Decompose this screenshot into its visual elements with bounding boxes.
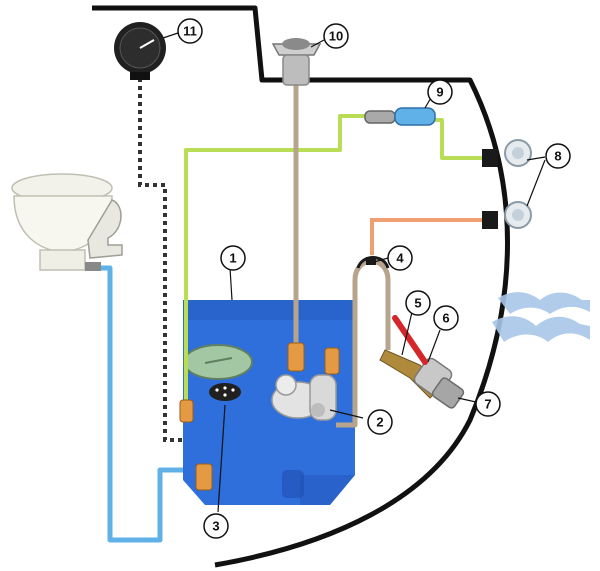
vent-fitting-lower [482,201,532,229]
callout-circle [405,290,431,316]
level-gauge-icon [114,22,166,80]
seacock-valve-icon [379,315,465,409]
valve-handle [392,315,428,365]
callout-valve-handle: 6 [433,305,459,331]
callout-valve-body: 5 [405,290,431,316]
callout-number: 4 [396,251,404,266]
callout-number: 11 [183,24,197,39]
vent-hose [184,114,365,405]
callout-thru-hull: 7 [475,391,501,417]
callout-loop: 4 [387,245,413,271]
callout-number: 9 [436,85,443,100]
callout-number: 7 [484,397,491,412]
callout-tank: 1 [220,245,246,271]
callout-number: 2 [376,415,383,430]
callout-leaders [162,32,546,513]
toilet-icon [11,173,123,271]
vent-nipple [179,399,194,423]
callout-circle [203,513,229,539]
callout-gauge: 11 [177,18,203,44]
callout-circle [475,391,501,417]
callout-number: 8 [554,149,561,164]
callout-circle [545,143,571,169]
sea-wave-icon [492,292,590,342]
callout-circle [323,23,349,49]
vent-hose-outboard [435,118,490,160]
vent-fitting-upper [482,139,532,167]
deck-pump-out-fitting-icon [271,38,322,86]
macerator-pump-icon [271,374,337,421]
callout-circle [427,79,453,105]
callout-sensor: 3 [203,513,229,539]
callout-circle [433,305,459,331]
inlet-hose [95,265,200,543]
vent-filter-icon [364,107,436,126]
callout-filter: 9 [427,79,453,105]
callout-circle [387,245,413,271]
callout-layer: 1 2 3 4 5 6 7 8 9 10 11 [177,18,571,539]
siphon-break [366,257,376,265]
callout-deck-fitting: 10 [323,23,349,49]
callout-number: 5 [414,296,421,311]
callout-circle [220,245,246,271]
callout-pump: 2 [367,409,393,435]
callout-number: 3 [212,519,219,534]
callout-number: 1 [229,251,236,266]
callout-number: 6 [442,311,449,326]
callout-number: 10 [329,29,343,44]
callout-circle [367,409,393,435]
pump-out-nipple [287,342,305,372]
inlet-nipple [195,463,213,491]
callout-vent-fittings: 8 [545,143,571,169]
pump-nipple [324,347,340,375]
level-sensor [209,383,241,401]
hull-outline [92,5,510,568]
deck-pipe [370,218,490,255]
callout-circle [177,18,203,44]
inspection-lid [183,344,253,380]
